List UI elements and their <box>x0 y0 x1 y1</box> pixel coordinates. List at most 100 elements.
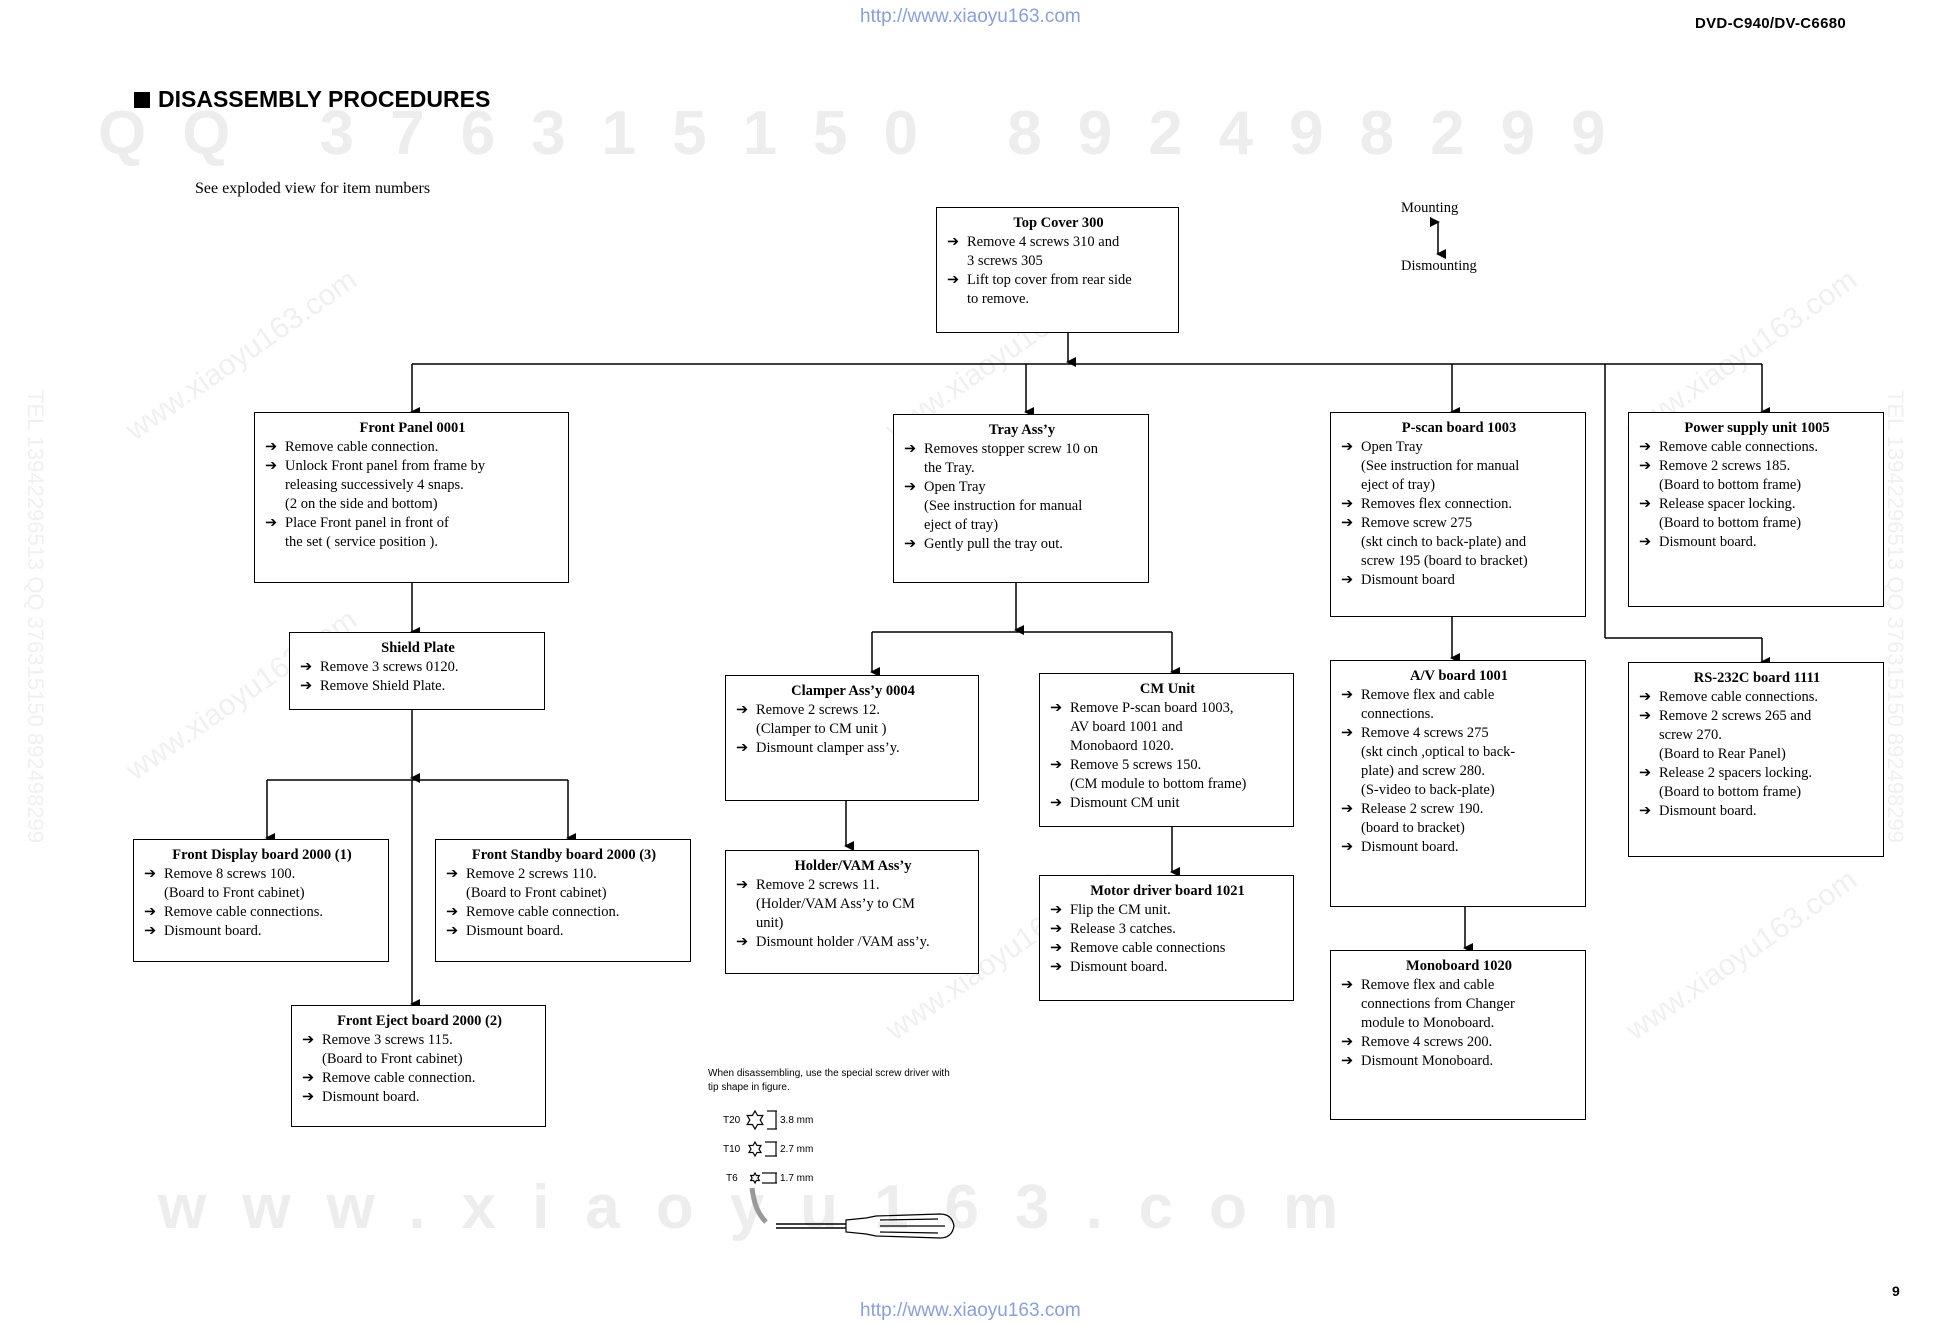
step-item: ➔Dismount board. <box>1639 802 1875 821</box>
step-text: Remove cable connection. <box>285 439 439 455</box>
tip-t10-label: T10 <box>723 1144 741 1155</box>
step-text: (Board to Rear Panel) <box>1659 746 1786 762</box>
box-title: RS-232C board 1111 <box>1693 670 1821 686</box>
step-item: ➔Open Tray <box>904 478 1140 497</box>
step-item: ➔Remove P-scan board 1003, <box>1050 699 1285 718</box>
step-text: Remove 5 screws 150. <box>1070 757 1202 773</box>
box-title: Front Display board 2000 (1) <box>172 847 352 863</box>
arrow-bullet-icon: ➔ <box>736 934 749 950</box>
step-text: Remove screw 275 <box>1361 515 1473 531</box>
step-item: ➔(Clamper to CM unit ) <box>736 720 970 739</box>
step-item: ➔(Board to bottom frame) <box>1639 476 1875 495</box>
box-power-supply: Power supply unit 1005➔Remove cable conn… <box>1628 412 1884 607</box>
box-shield-plate: Shield Plate➔Remove 3 screws 0120.➔Remov… <box>289 632 545 710</box>
step-item: ➔Removes flex connection. <box>1341 495 1577 514</box>
step-text: (See instruction for manual <box>1361 458 1520 474</box>
arrow-bullet-icon: ➔ <box>1341 839 1354 855</box>
step-item: ➔Remove 4 screws 200. <box>1341 1033 1577 1052</box>
bottom-url[interactable]: http://www.xiaoyu163.com <box>860 1300 1081 1321</box>
step-text: Place Front panel in front of <box>285 515 449 531</box>
arrow-bullet-icon: ➔ <box>904 441 917 457</box>
step-text: Dismount holder /VAM ass’y. <box>756 934 930 950</box>
step-text: Remove 2 screws 12. <box>756 702 881 718</box>
step-text: (Clamper to CM unit ) <box>756 721 887 737</box>
arrow-bullet-icon: ➔ <box>300 659 313 675</box>
step-item: ➔Remove 2 screws 12. <box>736 701 970 720</box>
arrow-bullet-icon: ➔ <box>1639 803 1652 819</box>
step-item: ➔AV board 1001 and <box>1050 718 1285 737</box>
step-text: Remove 4 screws 200. <box>1361 1034 1493 1050</box>
step-item: ➔Remove Shield Plate. <box>300 677 536 696</box>
step-text: (Board to bottom frame) <box>1659 784 1802 800</box>
step-item: ➔Unlock Front panel from frame by <box>265 457 560 476</box>
box-title: Monoboard 1020 <box>1406 958 1512 974</box>
step-text: Release 2 screw 190. <box>1361 801 1484 817</box>
arrow-bullet-icon: ➔ <box>904 536 917 552</box>
step-item: ➔Removes stopper screw 10 on <box>904 440 1140 459</box>
top-url[interactable]: http://www.xiaoyu163.com <box>860 6 1081 27</box>
step-text: Dismount board. <box>322 1089 420 1105</box>
arrow-bullet-icon: ➔ <box>302 1032 315 1048</box>
step-item: ➔(Board to Front cabinet) <box>446 884 682 903</box>
box-title: Front Eject board 2000 (2) <box>337 1013 502 1029</box>
box-front-eject-board: Front Eject board 2000 (2) ➔Remove 3 scre… <box>291 1005 546 1127</box>
step-text: Dismount board. <box>1070 959 1168 975</box>
box-monoboard: Monoboard 1020 ➔Remove flex and cable➔con… <box>1330 950 1586 1120</box>
step-text: screw 270. <box>1659 727 1722 743</box>
step-item: ➔Remove 2 screws 265 and <box>1639 707 1875 726</box>
step-list: ➔Remove 3 screws 115.➔(Board to Front ca… <box>302 1031 537 1107</box>
square-bullet-icon <box>134 92 150 108</box>
arrow-bullet-icon: ➔ <box>736 877 749 893</box>
step-text: Remove 2 screws 265 and <box>1659 708 1812 724</box>
arrow-bullet-icon: ➔ <box>1050 795 1063 811</box>
step-item: ➔unit) <box>736 914 970 933</box>
step-list: ➔Remove P-scan board 1003,➔AV board 1001… <box>1050 699 1285 813</box>
step-item: ➔(Board to bottom frame) <box>1639 783 1875 802</box>
step-item: ➔Dismount board. <box>446 922 682 941</box>
step-item: ➔screw 270. <box>1639 726 1875 745</box>
step-item: ➔screw 195 (board to bracket) <box>1341 552 1577 571</box>
step-item: ➔(skt cinch ,optical to back- <box>1341 743 1577 762</box>
step-item: ➔Dismount board. <box>1050 958 1285 977</box>
step-item: ➔the set ( service position ). <box>265 533 560 552</box>
arrow-bullet-icon: ➔ <box>302 1089 315 1105</box>
step-item: ➔Remove 2 screws 185. <box>1639 457 1875 476</box>
arrow-bullet-icon: ➔ <box>947 234 960 250</box>
arrow-bullet-icon: ➔ <box>144 904 157 920</box>
step-item: ➔Remove 3 screws 115. <box>302 1031 537 1050</box>
step-text: Dismount CM unit <box>1070 795 1180 811</box>
step-item: ➔Dismount Monoboard. <box>1341 1052 1577 1071</box>
box-title: Front Panel 0001 <box>359 420 466 436</box>
step-text: Dismount board. <box>1361 839 1459 855</box>
arrow-bullet-icon: ➔ <box>302 1070 315 1086</box>
tip-t6-size: 1.7 mm <box>780 1173 814 1184</box>
step-item: ➔Flip the CM unit. <box>1050 901 1285 920</box>
box-title: Holder/VAM Ass’y <box>794 858 912 874</box>
step-text: (2 on the side and bottom) <box>285 496 438 512</box>
torx-star-icon <box>746 1109 764 1131</box>
step-text: Remove flex and cable <box>1361 687 1495 703</box>
box-title: A/V board 1001 <box>1409 668 1509 684</box>
step-text: Remove 2 screws 185. <box>1659 458 1791 474</box>
arrow-bullet-icon: ➔ <box>1341 496 1354 512</box>
box-front-panel: Front Panel 0001➔Remove cable connection… <box>254 412 569 583</box>
step-list: ➔Remove flex and cable➔connections from … <box>1341 976 1577 1071</box>
step-text: (See instruction for manual <box>924 498 1083 514</box>
box-front-standby-board: Front Standby board 2000 (3)➔Remove 2 sc… <box>435 839 691 962</box>
step-list: ➔Remove 2 screws 11.➔(Holder/VAM Ass’y t… <box>736 876 970 952</box>
arrow-bullet-icon: ➔ <box>1050 700 1063 716</box>
step-item: ➔releasing successively 4 snaps. <box>265 476 560 495</box>
arrow-bullet-icon: ➔ <box>446 904 459 920</box>
step-text: Monobaord 1020. <box>1070 738 1174 754</box>
step-text: Remove 3 screws 0120. <box>320 659 459 675</box>
box-clamper-assy: Clamper Ass’y 0004➔Remove 2 screws 12.➔(… <box>725 675 979 801</box>
step-text: (Board to bottom frame) <box>1659 477 1802 493</box>
step-list: ➔Open Tray➔(See instruction for manual➔e… <box>1341 438 1577 590</box>
step-text: Open Tray <box>924 479 986 495</box>
step-text: Remove cable connection. <box>322 1070 476 1086</box>
step-text: Remove 2 screws 11. <box>756 877 880 893</box>
arrow-bullet-icon: ➔ <box>1341 572 1354 588</box>
step-list: ➔Remove cable connections.➔Remove 2 scre… <box>1639 438 1875 552</box>
step-item: ➔Release 2 spacers locking. <box>1639 764 1875 783</box>
step-item: ➔Remove screw 275 <box>1341 514 1577 533</box>
